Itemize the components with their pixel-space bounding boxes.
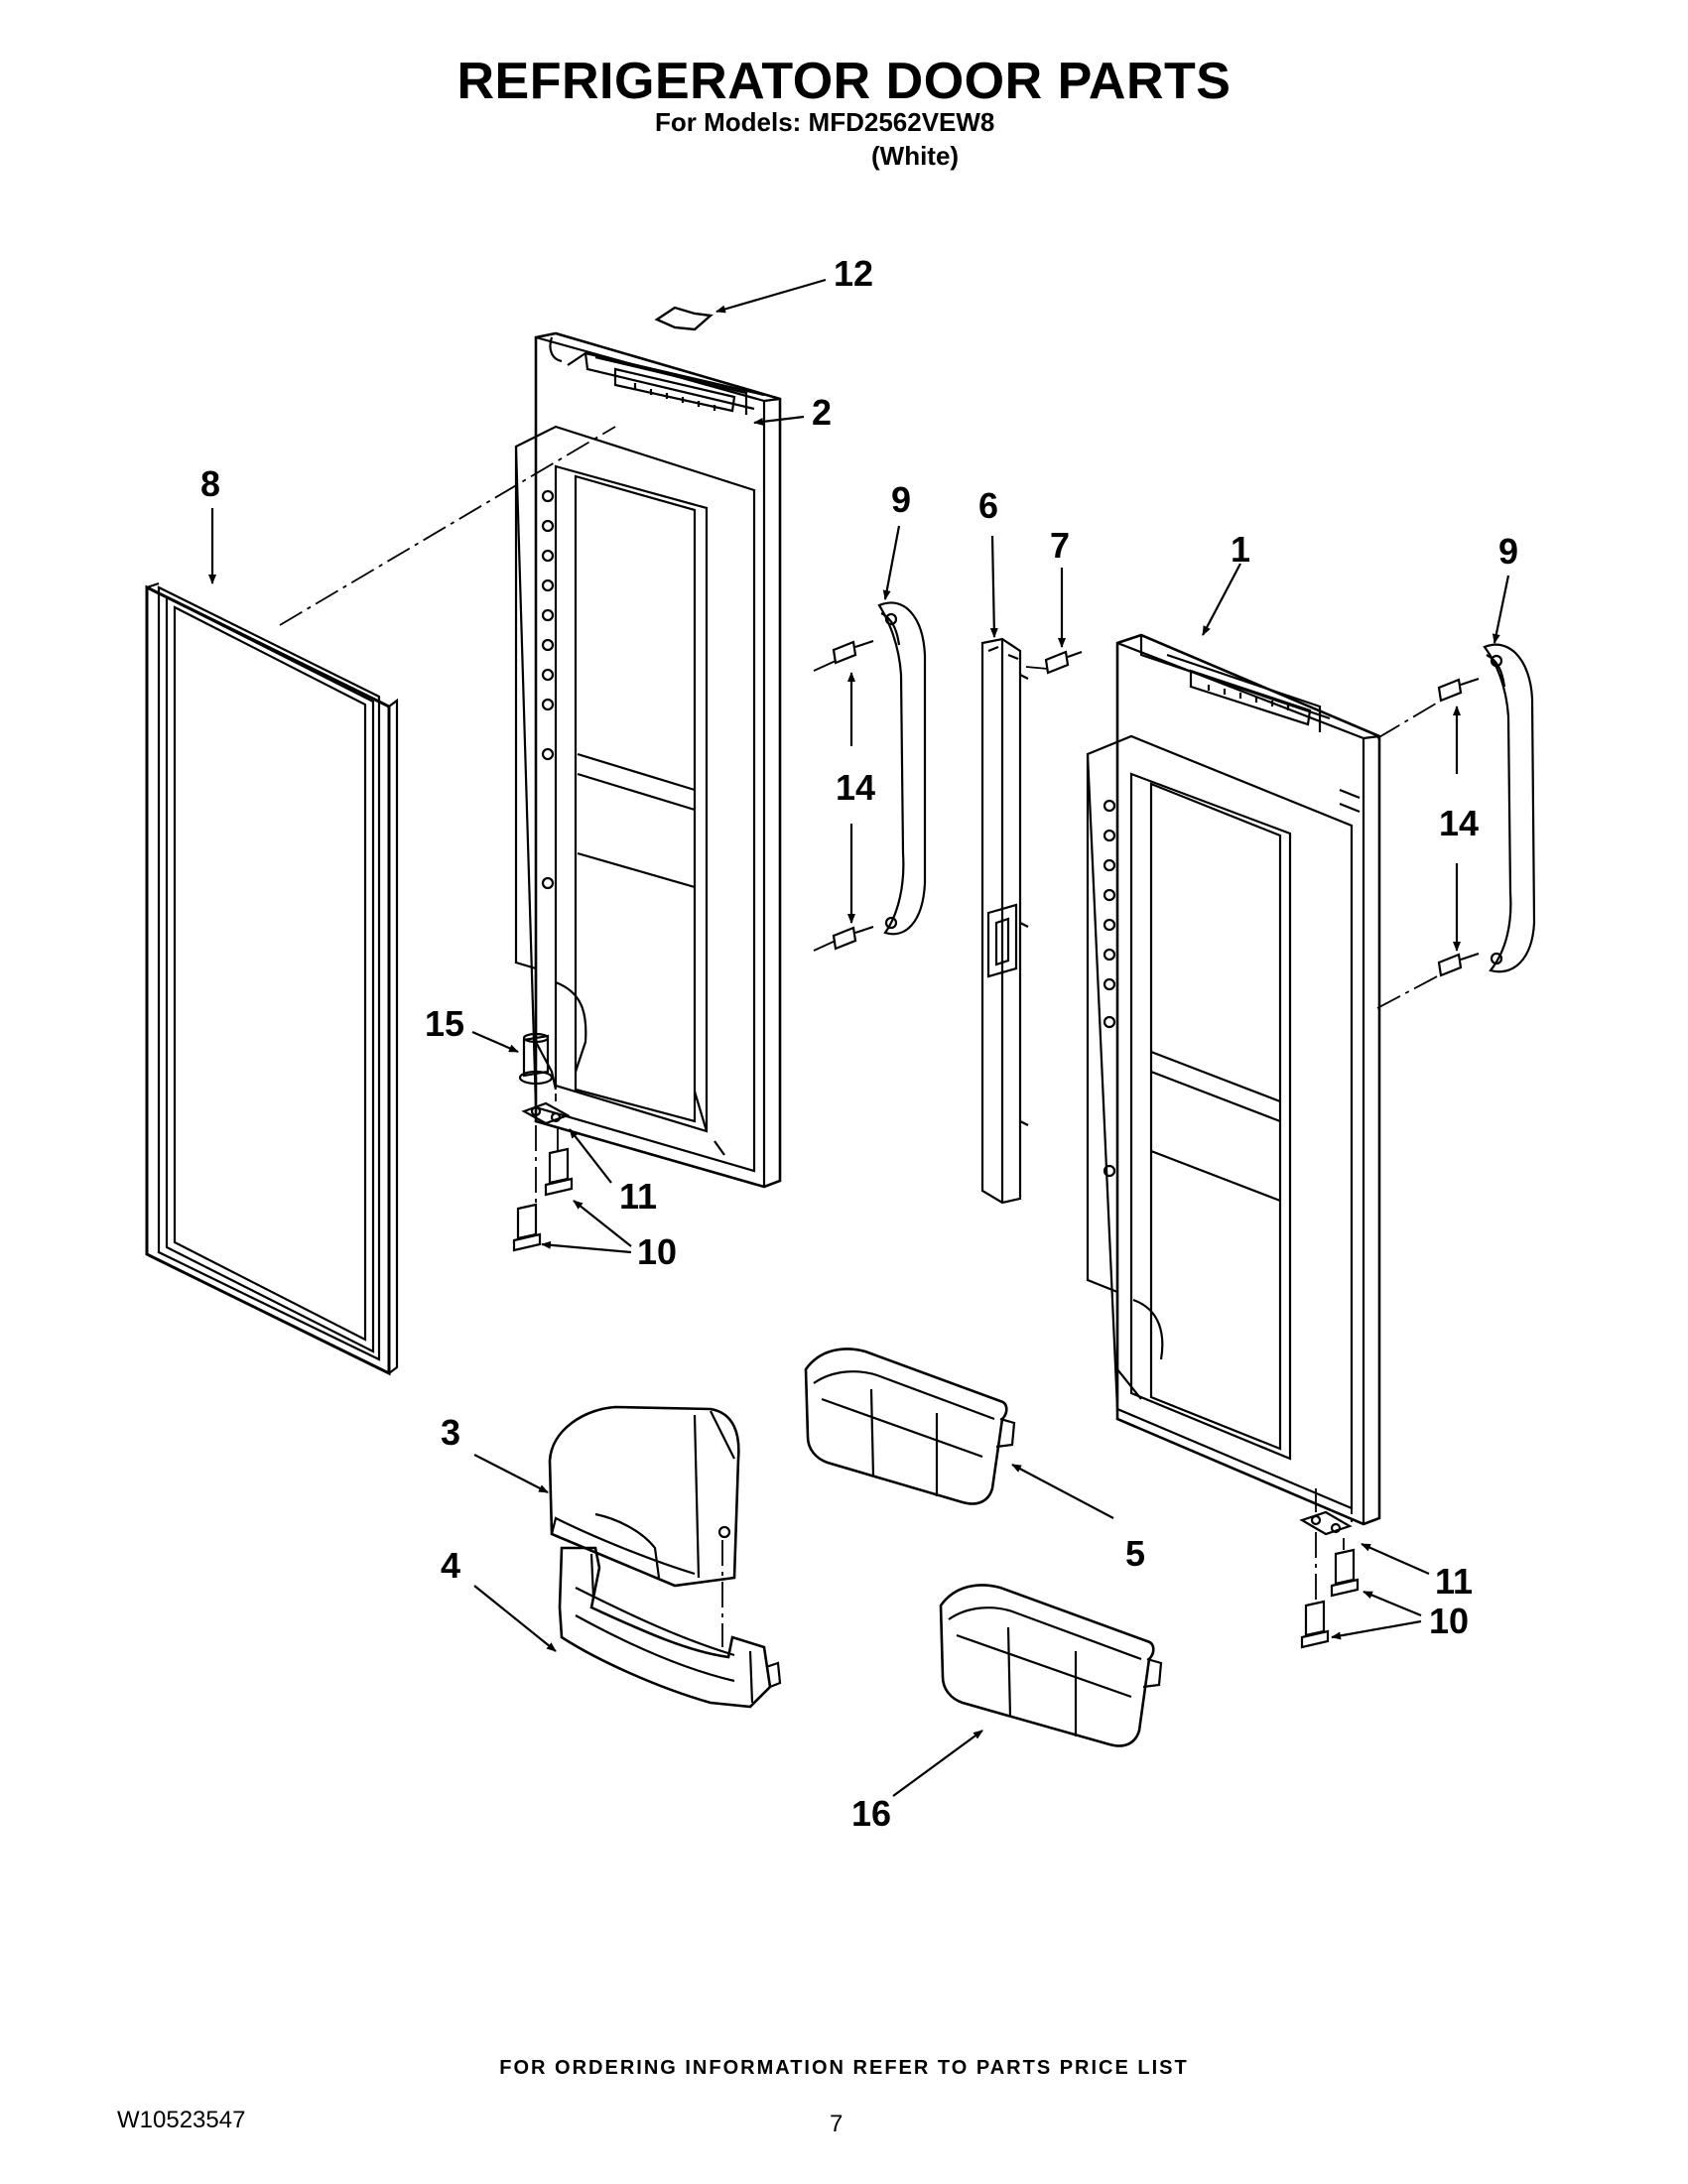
flipper-mullion-part-6 [980,637,1029,1205]
callout-7: 7 [1050,525,1070,566]
callout-9-right: 9 [1498,531,1518,572]
callout-10-right: 10 [1429,1601,1469,1641]
callout-leaders [208,278,1510,1797]
left-door-part-2 [514,331,782,1189]
callout-5: 5 [1125,1533,1145,1574]
door-bin-part-5 [804,1348,1016,1505]
callout-9-left: 9 [891,479,911,520]
models-line: For Models: MFD2562VEW8 [655,107,995,137]
dairy-bin-part-4 [558,1546,782,1709]
door-cam-part-15 [518,1032,554,1086]
callout-11-right: 11 [1435,1561,1473,1602]
page-number: 7 [830,2111,844,2137]
callout-2: 2 [812,392,832,433]
callout-15: 15 [425,1003,464,1044]
callout-labels: 1 2 3 4 5 6 7 8 9 9 10 10 11 11 12 14 14… [200,253,1518,1834]
hinge-washer-right-part-11 [1299,1510,1353,1536]
callout-4: 4 [441,1545,460,1586]
mullion-screw-part-7 [1044,650,1083,675]
gasket-seal-part-12 [654,306,714,331]
callout-14-right: 14 [1439,803,1479,843]
hinge-screws-right-part-10 [1300,1548,1360,1649]
callout-6: 6 [978,485,998,526]
page-title: REFRIGERATOR DOOR PARTS [456,53,1232,110]
dairy-door-part-3 [548,1405,740,1588]
handle-screws-part-14 [832,639,1480,977]
door-handle-right-part-9 [1483,643,1536,973]
callout-16: 16 [851,1793,891,1834]
door-bin-part-16 [939,1584,1163,1747]
hinge-screws-left-part-10 [512,1147,574,1252]
callout-14-left: 14 [836,767,875,808]
callout-11-left: 11 [619,1176,657,1217]
ordering-note: FOR ORDERING INFORMATION REFER TO PARTS … [499,2057,1189,2079]
callout-3: 3 [441,1412,460,1453]
door-handle-left-part-9 [877,601,927,936]
right-door-part-1 [1086,633,1381,1526]
assembly-lines [279,426,1442,1647]
callout-8: 8 [200,463,220,504]
document-number: W10523547 [117,2107,246,2133]
callout-1: 1 [1231,529,1250,570]
color-variant: (White) [871,141,960,171]
hinge-washer-left-part-11 [521,1101,571,1125]
callout-10-left: 10 [637,1231,677,1272]
door-gasket-part-8 [145,581,399,1376]
callout-12: 12 [834,253,873,294]
